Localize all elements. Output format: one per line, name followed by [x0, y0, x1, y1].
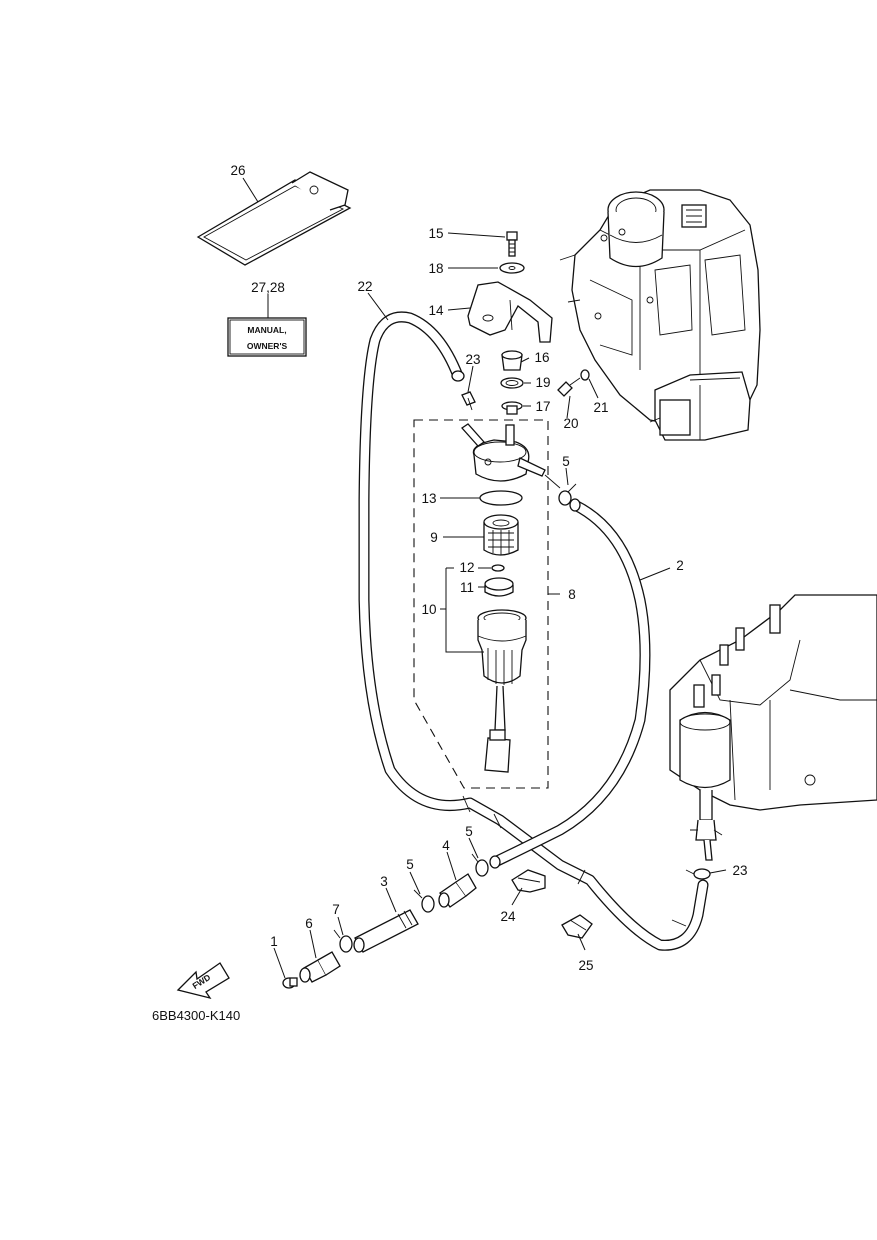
diagram-code: 6BB4300-K140	[152, 1008, 240, 1023]
label-12: 12	[459, 560, 474, 575]
part-14-bracket	[467, 281, 553, 343]
label-4: 4	[442, 838, 450, 853]
part-25-holder	[561, 914, 593, 939]
fwd-arrow-icon: FWD	[176, 962, 230, 1000]
part-13-o-ring	[479, 490, 523, 506]
part-1-plug	[282, 977, 298, 989]
part-5-clamp-lower-right	[471, 853, 489, 877]
part-23-clip-upper	[461, 391, 476, 411]
label-10: 10	[421, 602, 436, 617]
part-26-pouch	[196, 171, 352, 266]
label-7: 7	[332, 902, 340, 917]
label-17: 17	[535, 399, 550, 414]
part-9-element	[483, 514, 519, 556]
label-13: 13	[421, 491, 436, 506]
engine-lower-block	[669, 594, 877, 861]
part-3-hose	[353, 909, 419, 953]
part-15-bolt	[506, 231, 518, 257]
part-5-clamp-upper	[558, 483, 577, 506]
hose-22	[358, 311, 709, 951]
label-16: 16	[534, 350, 549, 365]
label-5-upper: 5	[562, 454, 570, 469]
part-6-connector	[299, 951, 341, 983]
part-4-connector	[438, 873, 477, 908]
part-20-screw	[557, 377, 581, 397]
label-20: 20	[563, 416, 578, 431]
label-24: 24	[500, 909, 516, 924]
label-5-left: 5	[406, 857, 414, 872]
hose-2	[489, 498, 651, 869]
label-6: 6	[305, 916, 313, 931]
label-3: 3	[380, 874, 388, 889]
part-10-cup	[477, 609, 527, 773]
part-17-collar	[501, 401, 523, 415]
part-27-28-manual: MANUAL, OWNER'S	[227, 317, 307, 357]
part-24-holder	[511, 869, 546, 893]
part-23-clip-lower	[685, 868, 711, 880]
part-16-grommet	[501, 350, 523, 371]
part-19-ring	[500, 377, 524, 389]
label-9: 9	[430, 530, 438, 545]
label-15: 15	[428, 226, 443, 241]
manual-label-line1: MANUAL,	[247, 325, 286, 335]
leader-lines	[242, 177, 727, 979]
label-1: 1	[270, 934, 278, 949]
part-12-ring	[491, 564, 505, 572]
label-18: 18	[428, 261, 443, 276]
filter-head	[461, 423, 546, 482]
label-22: 22	[357, 279, 372, 294]
label-11: 11	[460, 580, 474, 595]
label-8: 8	[568, 587, 576, 602]
part-8-assembly-outline	[413, 419, 549, 789]
label-14: 14	[428, 303, 444, 318]
label-2: 2	[676, 558, 684, 573]
label-25: 25	[578, 958, 593, 973]
part-18-washer	[499, 262, 525, 274]
label-26: 26	[230, 163, 245, 178]
label-5-right: 5	[465, 824, 473, 839]
engine-upper-block	[559, 189, 761, 441]
part-5-clamp-lower-left	[413, 889, 435, 913]
label-23-lower: 23	[732, 863, 747, 878]
label-19: 19	[535, 375, 550, 390]
callout-labels: 26 27,28 22 15 18 14 23 16 19 17 20 21 5…	[230, 163, 747, 973]
part-7-clamp	[333, 929, 353, 953]
label-23-upper: 23	[465, 352, 480, 367]
manual-label-line2: OWNER'S	[247, 341, 288, 351]
part-21-washer	[580, 369, 590, 381]
label-21: 21	[593, 400, 608, 415]
label-27-28: 27,28	[251, 280, 285, 295]
part-11-float	[484, 577, 514, 597]
